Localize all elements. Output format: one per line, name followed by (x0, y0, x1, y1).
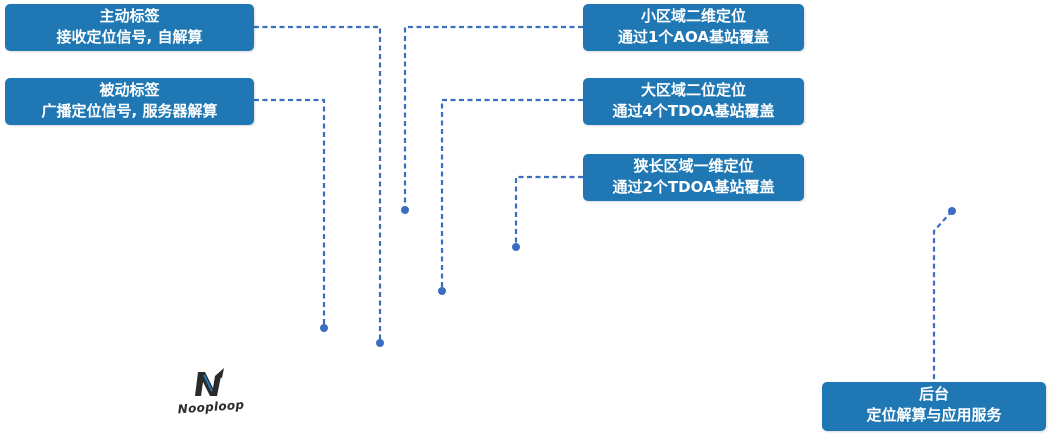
connector-small-area (403, 25, 583, 210)
endpoint-dot (948, 207, 956, 215)
connector-narrow-area (514, 175, 583, 247)
active-tag-box: 主动标签 接收定位信号, 自解算 (5, 4, 254, 51)
endpoint-dot (320, 324, 328, 332)
small-area-2d-title: 小区域二维定位 (640, 7, 746, 25)
passive-tag-box: 被动标签 广播定位信号, 服务器解算 (5, 78, 254, 125)
connector-passive-tag (254, 98, 326, 328)
connector-backend (932, 210, 953, 382)
passive-tag-desc: 广播定位信号, 服务器解算 (41, 102, 218, 120)
passive-tag-title: 被动标签 (99, 81, 160, 99)
narrow-area-1d-desc: 通过2个TDOA基站覆盖 (612, 178, 775, 196)
endpoint-dot (401, 206, 409, 214)
large-area-2d-box: 大区域二位定位 通过4个TDOA基站覆盖 (583, 78, 804, 125)
active-tag-desc: 接收定位信号, 自解算 (56, 28, 203, 46)
backend-desc: 定位解算与应用服务 (866, 406, 1002, 424)
narrow-area-1d-title: 狭长区域一维定位 (633, 157, 754, 175)
small-area-2d-box: 小区域二维定位 通过1个AOA基站覆盖 (583, 4, 804, 51)
endpoint-dot (512, 243, 520, 251)
connector-active-tag (254, 25, 382, 343)
small-area-2d-desc: 通过1个AOA基站覆盖 (617, 28, 769, 46)
connector-large-area (440, 98, 583, 291)
endpoint-dot (438, 287, 446, 295)
endpoint-dot (376, 339, 384, 347)
nooploop-logo: Nooploop (168, 366, 254, 426)
backend-box: 后台 定位解算与应用服务 (822, 382, 1046, 431)
backend-title: 后台 (918, 385, 949, 403)
active-tag-title: 主动标签 (99, 7, 160, 25)
large-area-2d-desc: 通过4个TDOA基站覆盖 (612, 102, 775, 120)
narrow-area-1d-box: 狭长区域一维定位 通过2个TDOA基站覆盖 (583, 154, 804, 201)
large-area-2d-title: 大区域二位定位 (640, 81, 746, 99)
nooploop-logo-icon (195, 368, 224, 396)
